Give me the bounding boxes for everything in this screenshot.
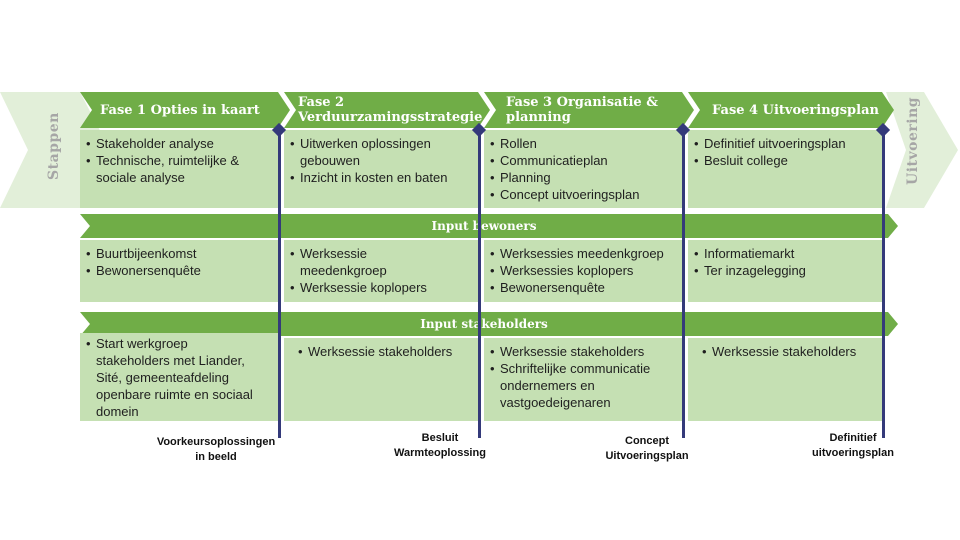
list-item: Bewonersenquête [86, 262, 272, 279]
list-item: Inzicht in kosten en baten [290, 169, 472, 186]
list-item: Informatiemarkt [694, 245, 876, 262]
phase-1-cell: Stakeholder analyse Technische, ruimteli… [80, 130, 278, 208]
list-item: Werksessie meedenkgroep [290, 245, 410, 279]
phase-2-header [284, 92, 490, 128]
phase-4-title: Fase 4 Uitvoeringsplan [712, 102, 879, 118]
phase-4-cell: Definitief uitvoeringsplan Besluit colle… [688, 130, 882, 208]
stappen-label: Stappen [46, 112, 62, 180]
list-item: Definitief uitvoeringsplan [694, 135, 876, 152]
list-item: Werksessie stakeholders [490, 343, 676, 360]
milestone-label-4: Definitief uitvoeringsplan [812, 432, 894, 459]
list-item: Concept uitvoeringsplan [490, 186, 676, 203]
list-item: Werksessies koplopers [490, 262, 676, 279]
list-item: Besluit college [694, 152, 876, 169]
bewoners-cell-1: Buurtbijeenkomst Bewonersenquête [80, 240, 278, 302]
list-item: Start werkgroep stakeholders met Liander… [86, 335, 256, 420]
phase-3-header [484, 92, 694, 128]
phase-4-header [688, 92, 894, 128]
input-stakeholders-band [80, 312, 898, 336]
list-item: Bewonersenquête [490, 279, 676, 296]
milestone-label-2: Besluit Warmteoplossing [394, 432, 486, 459]
milestone-label-3: Concept Uitvoeringsplan [605, 435, 689, 462]
uitvoering-label: Uitvoering [905, 96, 921, 185]
uitvoering-chevron [886, 92, 958, 208]
milestone-line-1 [278, 130, 281, 438]
milestone-line-2 [478, 130, 481, 438]
list-item: Werksessie stakeholders [298, 343, 472, 360]
phase-3-cell: Rollen Communicatieplan Planning Concept… [484, 130, 682, 208]
stakeholders-cell-2: Werksessie stakeholders [284, 338, 478, 421]
phase-2-cell: Uitwerken oplossingen gebouwen Inzicht i… [284, 130, 478, 208]
input-bewoners-title: Input bewoners [431, 219, 537, 233]
list-item: Werksessies meedenkgroep [490, 245, 676, 262]
bewoners-cell-3: Werksessies meedenkgroep Werksessies kop… [484, 240, 682, 302]
milestone-line-4 [882, 130, 885, 438]
list-item: Werksessie stakeholders [702, 343, 876, 360]
input-stakeholders-title: Input stakeholders [420, 317, 548, 331]
list-item: Schriftelijke communicatie ondernemers e… [490, 360, 670, 411]
phase-1-title: Fase 1 Opties in kaart [100, 102, 260, 118]
list-item: Rollen [490, 135, 676, 152]
milestone-label-1: Voorkeursoplossingen in beeld [156, 436, 276, 463]
bewoners-cell-4: Informatiemarkt Ter inzagelegging [688, 240, 882, 302]
list-item: Werksessie koplopers [290, 279, 472, 296]
input-bewoners-band [80, 214, 898, 238]
list-item: Uitwerken oplossingen gebouwen [290, 135, 472, 169]
phase-1-header [80, 92, 290, 128]
stakeholders-cell-3: Werksessie stakeholders Schriftelijke co… [484, 338, 682, 421]
list-item: Communicatieplan [490, 152, 676, 169]
stakeholders-cell-1: Start werkgroep stakeholders met Liander… [80, 333, 278, 421]
list-item: Buurtbijeenkomst [86, 245, 272, 262]
list-item: Ter inzagelegging [694, 262, 876, 279]
list-item: Stakeholder analyse [86, 135, 272, 152]
stakeholders-cell-4: Werksessie stakeholders [688, 338, 882, 421]
list-item: Technische, ruimtelijke & sociale analys… [86, 152, 272, 186]
bewoners-cell-2: Werksessie meedenkgroep Werksessie koplo… [284, 240, 478, 302]
phase-2-title: Fase 2 Verduurzamingsstrategie [298, 95, 483, 125]
phase-3-title: Fase 3 Organisatie & planning [506, 95, 658, 125]
list-item: Planning [490, 169, 676, 186]
milestone-line-3 [682, 130, 685, 438]
